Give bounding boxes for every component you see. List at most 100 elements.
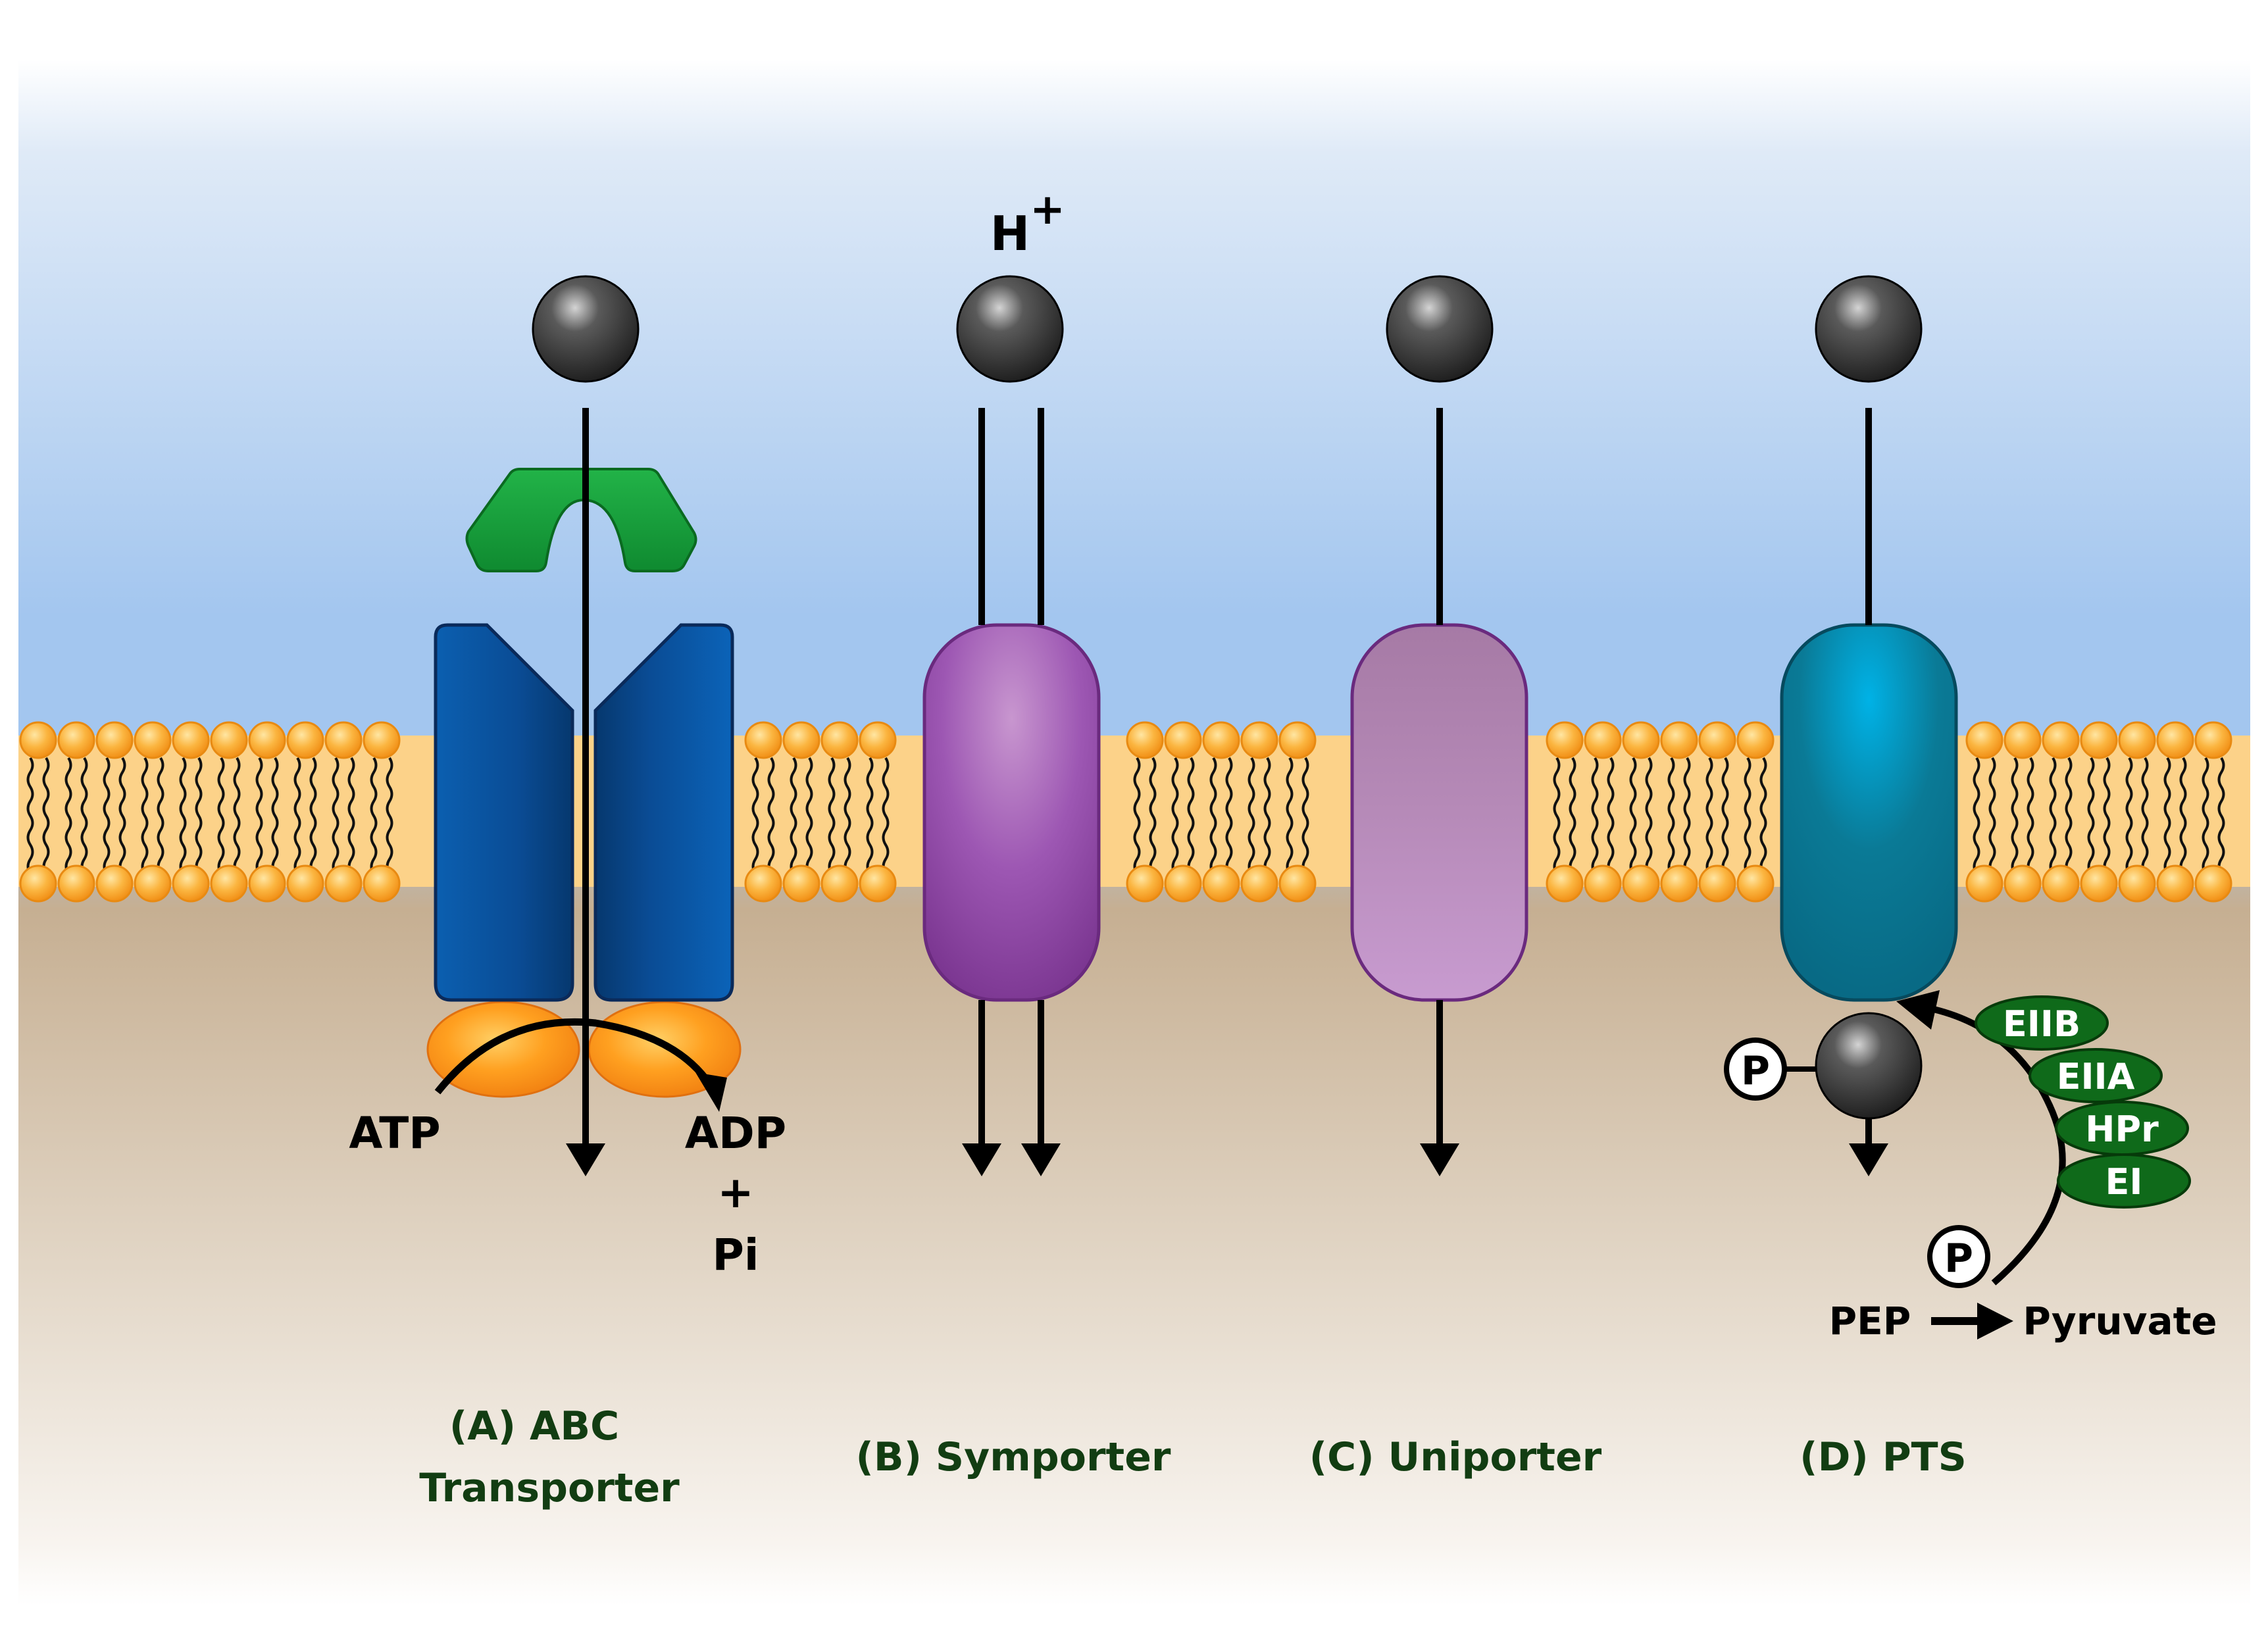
lipid-tail xyxy=(2087,757,2095,875)
lipid-head xyxy=(19,864,57,903)
substrate-ball-a xyxy=(532,275,640,383)
pts-system: P P EIIB EIIA HPr EI PEP Pyruvate xyxy=(1724,275,2217,1343)
lipid-head xyxy=(1126,864,1164,903)
lipid-head xyxy=(1240,721,1278,759)
abc-channel-left xyxy=(434,623,574,1002)
lipid-tail xyxy=(1149,757,1157,875)
lipid-tail xyxy=(332,757,340,875)
proton-label: H xyxy=(990,206,1030,261)
lipid-head xyxy=(2118,864,2156,903)
pep-pyruvate-arrowhead xyxy=(1977,1303,2013,1339)
lipid-tail xyxy=(767,757,775,875)
lipid-head xyxy=(744,864,782,903)
lipid-head xyxy=(324,864,363,903)
enzyme-eiia-label: EIIA xyxy=(2057,1056,2135,1097)
atp-arrowhead xyxy=(695,1072,727,1112)
lipid-tail xyxy=(1286,757,1294,875)
lipid-head xyxy=(2042,721,2080,759)
lipid-head xyxy=(324,721,363,759)
lipid-head xyxy=(95,864,134,903)
phosphate-label-pep: P xyxy=(1944,1236,1973,1282)
lipid-tail xyxy=(271,757,279,875)
lipid-tail xyxy=(2065,757,2073,875)
arrowhead-b2 xyxy=(1021,1143,1061,1176)
lipid-head xyxy=(248,721,286,759)
panel-label-c: (C) Uniporter xyxy=(1309,1434,1602,1480)
lipid-tail xyxy=(157,757,164,875)
lipid-head xyxy=(1698,721,1736,759)
lipid-tail xyxy=(1705,757,1713,875)
uniporter xyxy=(1350,275,1528,1176)
lipid-heads-inner xyxy=(19,864,2232,903)
substrate-ball-c xyxy=(1386,275,1494,383)
pi-label: Pi xyxy=(713,1230,759,1280)
panel-label-a-line1: (A) ABC xyxy=(449,1403,619,1449)
uniporter-protein xyxy=(1350,623,1528,1002)
lipid-tail xyxy=(1973,757,1980,875)
panel-label-a-line2: Transporter xyxy=(419,1465,680,1511)
lipid-tail xyxy=(1553,757,1561,875)
lipid-head xyxy=(19,721,57,759)
enzyme-hpr-label: HPr xyxy=(2085,1109,2159,1150)
lipid-tail xyxy=(80,757,88,875)
lipid-head xyxy=(1660,721,1698,759)
abc-transporter: ATP ADP + Pi xyxy=(349,275,786,1280)
arrowhead-b1 xyxy=(962,1143,1001,1176)
enzyme-eiib xyxy=(1975,995,2109,1051)
abc-channel-right xyxy=(593,623,734,1002)
lipid-head xyxy=(1660,864,1698,903)
panel-label-d: (D) PTS xyxy=(1800,1434,1967,1480)
atp-label: ATP xyxy=(349,1108,440,1159)
lipid-tail xyxy=(1225,757,1233,875)
lipid-head xyxy=(1965,721,2003,759)
lipid-tails xyxy=(26,757,2225,875)
lipid-head xyxy=(1278,721,1317,759)
pep-label: PEP xyxy=(1829,1299,1911,1343)
lipid-head xyxy=(363,864,401,903)
lipid-tail xyxy=(882,757,890,875)
pts-transporter-protein xyxy=(1780,623,1958,1002)
lipid-tail xyxy=(1629,757,1637,875)
lipid-head xyxy=(172,721,210,759)
lipid-tail xyxy=(370,757,378,875)
pts-enzyme-cascade: EIIB EIIA HPr EI xyxy=(1975,995,2191,1209)
lipid-tail xyxy=(1301,757,1309,875)
lipid-head xyxy=(2194,864,2232,903)
lipid-tail xyxy=(347,757,355,875)
lipid-head xyxy=(820,721,859,759)
panel-label-b: (B) Symporter xyxy=(855,1434,1171,1480)
lipid-tail xyxy=(386,757,393,875)
lipid-head xyxy=(95,721,134,759)
lipid-head xyxy=(1622,721,1660,759)
lipid-head xyxy=(363,721,401,759)
lipid-tail xyxy=(103,757,111,875)
lipid-tail xyxy=(2103,757,2111,875)
lipid-tail xyxy=(2141,757,2149,875)
substrate-binding-protein xyxy=(465,468,697,572)
lipid-head xyxy=(134,864,172,903)
lipid-head xyxy=(782,864,820,903)
lipid-head xyxy=(1546,721,1584,759)
lipid-head xyxy=(210,864,248,903)
lipid-tail xyxy=(1744,757,1751,875)
lipid-tail xyxy=(2163,757,2171,875)
substrate-ball-d xyxy=(1815,275,1923,383)
lipid-tail xyxy=(217,757,225,875)
lipid-tail xyxy=(42,757,50,875)
lipid-head xyxy=(1736,864,1775,903)
lipid-head xyxy=(744,721,782,759)
arrowhead-c xyxy=(1420,1143,1459,1176)
lipid-tail xyxy=(1247,757,1255,875)
lipid-head xyxy=(286,864,324,903)
lipid-tail xyxy=(2202,757,2209,875)
lipid-head xyxy=(210,721,248,759)
lipid-head xyxy=(248,864,286,903)
enzyme-eiib-label: EIIB xyxy=(2003,1003,2080,1045)
lipid-tail xyxy=(1263,757,1271,875)
lipid-tail xyxy=(1607,757,1615,875)
atp-hydrolysis-arrow xyxy=(434,1018,714,1095)
lipid-tail xyxy=(1721,757,1729,875)
symporter: H + xyxy=(922,186,1101,1176)
symporter-protein xyxy=(922,623,1101,1002)
lipid-tail xyxy=(1133,757,1141,875)
